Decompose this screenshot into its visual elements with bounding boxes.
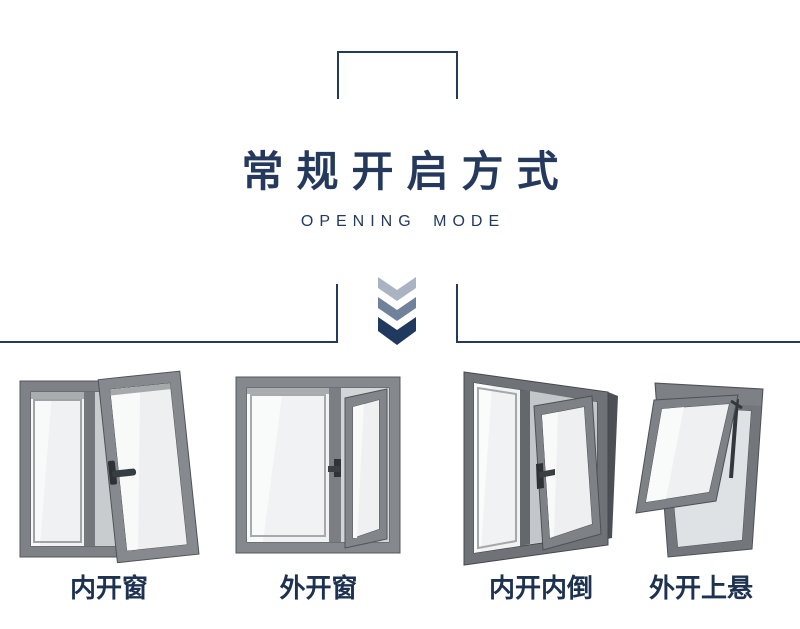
page-subtitle: OPENING MODE (300, 213, 506, 230)
divider-stub-right (456, 284, 458, 343)
inward-opening-window-image (18, 369, 200, 563)
divider-stub-left (336, 284, 338, 343)
window-label-tilt-and-turn: 内开内倒 (488, 573, 593, 603)
top-bracket-decoration (337, 51, 458, 99)
outward-opening-window-image (233, 371, 404, 559)
window-label-inward-opening: 内开窗 (69, 573, 148, 603)
window-label-top-hung: 外开上悬 (648, 573, 753, 603)
divider-line-left (0, 341, 338, 343)
top-hung-window-image (634, 366, 774, 568)
divider-line-right (456, 341, 800, 343)
window-label-outward-opening: 外开窗 (279, 573, 358, 603)
page-title: 常规开启方式 (241, 148, 572, 195)
triple-chevron-down-icon (378, 277, 416, 345)
tilt-and-turn-window-image (458, 366, 622, 572)
